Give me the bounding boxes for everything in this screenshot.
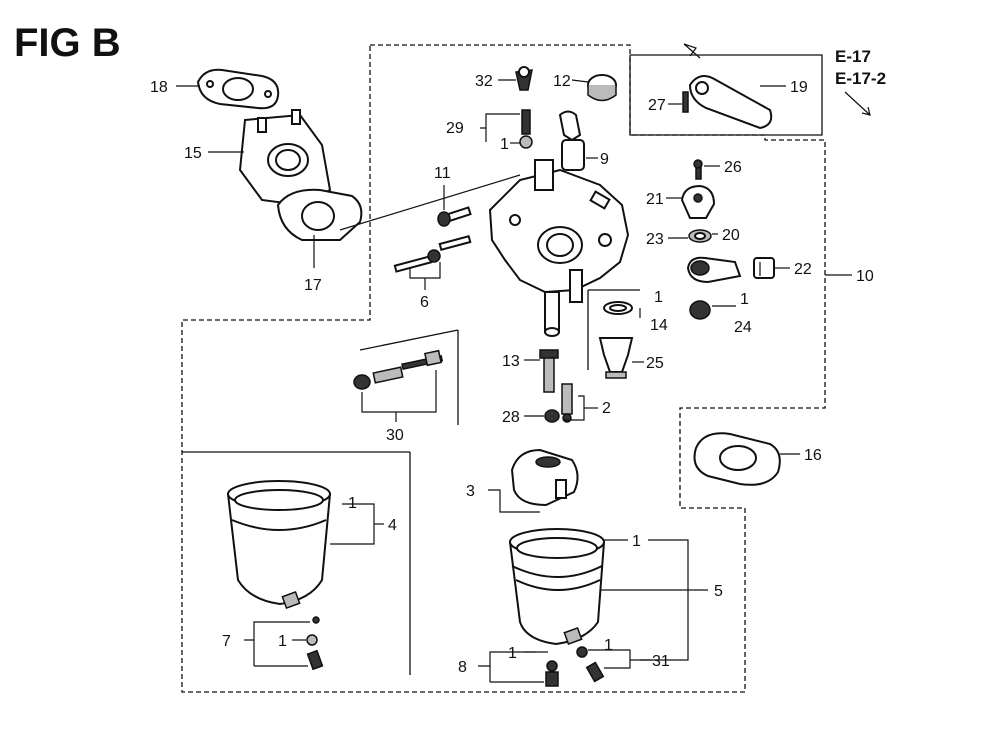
part-26-screw bbox=[693, 159, 703, 180]
part-16-gasket bbox=[693, 432, 781, 486]
callout-10: 10 bbox=[856, 268, 874, 285]
part-29-screw bbox=[519, 109, 533, 149]
callout-8-qty: 1 bbox=[508, 645, 517, 662]
callout-25: 25 bbox=[646, 355, 664, 372]
callout-15: 15 bbox=[184, 145, 202, 162]
callout-18: 18 bbox=[150, 79, 168, 96]
leader-8 bbox=[478, 651, 548, 667]
part-32-vent bbox=[515, 66, 533, 91]
callout-9: 9 bbox=[600, 151, 609, 168]
leader-7 bbox=[244, 621, 310, 641]
leader-30 bbox=[361, 370, 437, 413]
callout-12: 12 bbox=[553, 73, 571, 90]
callout-5: 5 bbox=[714, 583, 723, 600]
callout-27: 27 bbox=[648, 97, 666, 114]
ref-arrow-head bbox=[861, 106, 871, 116]
part-30-needle-set bbox=[353, 349, 444, 390]
callout-21: 21 bbox=[646, 191, 664, 208]
callout-5-qty: 1 bbox=[632, 533, 641, 550]
callout-24: 24 bbox=[734, 319, 752, 336]
callout-8: 8 bbox=[458, 659, 467, 676]
callout-14-qty: 1 bbox=[654, 289, 663, 306]
part-6-screw-set bbox=[393, 234, 472, 273]
part-3-float bbox=[510, 448, 579, 507]
callout-14: 14 bbox=[650, 317, 668, 334]
part-22-clip bbox=[753, 257, 775, 279]
part-25-float-valve bbox=[598, 337, 634, 379]
part-2-spring bbox=[561, 383, 573, 423]
part-9-choke bbox=[558, 110, 585, 171]
part-5-float-bowl bbox=[508, 528, 606, 646]
callout-32: 32 bbox=[475, 73, 493, 90]
ref-e17: E-17 bbox=[835, 47, 871, 66]
part-12-cap bbox=[587, 74, 617, 102]
callout-19: 19 bbox=[790, 79, 808, 96]
part-13-jet bbox=[539, 349, 559, 393]
callout-16: 16 bbox=[804, 447, 822, 464]
leader-12 bbox=[571, 79, 589, 83]
part-21-cover bbox=[680, 184, 716, 219]
callout-13: 13 bbox=[502, 353, 520, 370]
part-7-drain-screw bbox=[306, 616, 324, 671]
part-17-gasket bbox=[276, 188, 363, 241]
leader-5 bbox=[640, 539, 689, 661]
link-17 bbox=[339, 174, 521, 231]
part-11-screw bbox=[437, 206, 472, 227]
ref-e17-2: E-17-2 bbox=[835, 69, 886, 88]
part-28-screw bbox=[544, 409, 560, 423]
callout-17: 17 bbox=[304, 277, 322, 294]
leader-29 bbox=[480, 113, 520, 129]
part-14-oring bbox=[603, 301, 633, 315]
leader-31 bbox=[588, 649, 631, 669]
part-carburetor-body bbox=[488, 159, 630, 337]
callout-2: 2 bbox=[602, 400, 611, 417]
callout-6: 6 bbox=[420, 294, 429, 311]
part-4-float-bowl bbox=[226, 480, 332, 609]
part-24-jet bbox=[689, 300, 711, 320]
callout-31: 31 bbox=[652, 653, 670, 670]
callout-7: 7 bbox=[222, 633, 231, 650]
part-27-screw bbox=[682, 91, 689, 113]
callout-28: 28 bbox=[502, 409, 520, 426]
callout-30: 30 bbox=[386, 427, 404, 444]
callout-20: 20 bbox=[722, 227, 740, 244]
callout-31-qty: 1 bbox=[604, 637, 613, 654]
leader-3 bbox=[488, 489, 540, 513]
part-31-drain-screw bbox=[576, 646, 605, 683]
sub-frame-needle bbox=[359, 329, 459, 351]
callout-7-qty: 1 bbox=[278, 633, 287, 650]
callout-4: 4 bbox=[388, 517, 397, 534]
figure-title: FIG B bbox=[14, 21, 121, 65]
part-18-gasket bbox=[196, 68, 280, 110]
part-8-drain-bolt bbox=[545, 660, 559, 687]
lever-frame bbox=[629, 54, 823, 136]
callout-3: 3 bbox=[466, 483, 475, 500]
part-holder bbox=[686, 256, 742, 284]
callout-24-qty: 1 bbox=[740, 291, 749, 308]
callout-11: 11 bbox=[434, 165, 451, 182]
part-19-lever bbox=[683, 43, 773, 130]
callout-29-qty: 1 bbox=[500, 136, 509, 153]
callout-29: 29 bbox=[446, 120, 464, 137]
callout-4-qty: 1 bbox=[348, 495, 357, 512]
callout-22: 22 bbox=[794, 261, 812, 278]
callout-26: 26 bbox=[724, 159, 742, 176]
callout-23: 23 bbox=[646, 231, 664, 248]
ref-arrow bbox=[844, 91, 871, 116]
part-23-ring bbox=[688, 229, 712, 243]
